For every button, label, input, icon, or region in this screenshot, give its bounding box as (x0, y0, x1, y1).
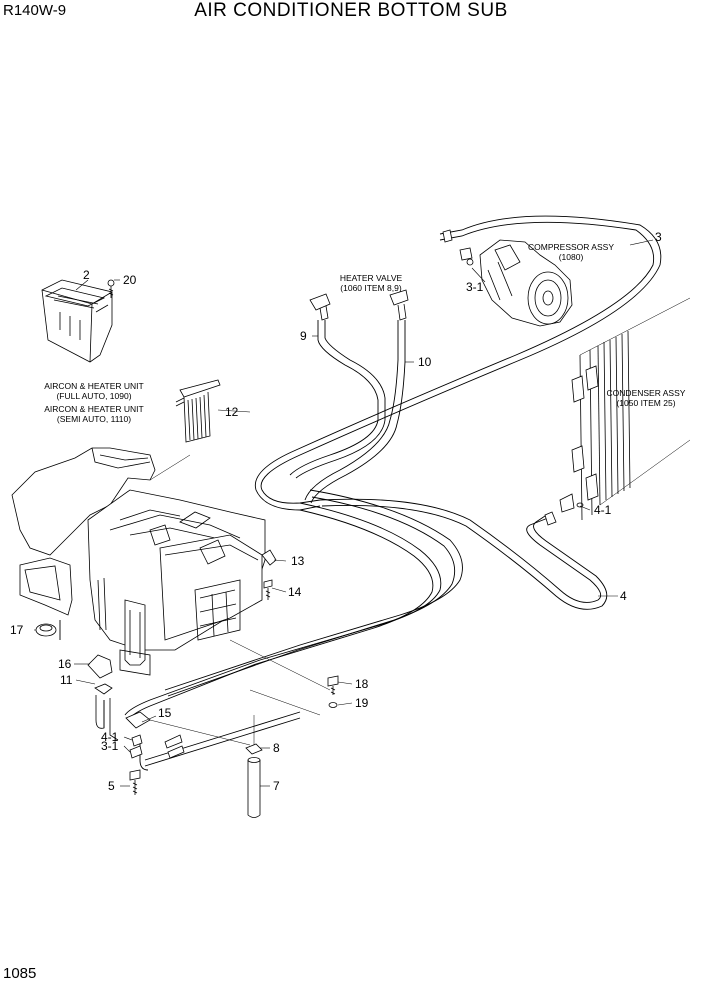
compressor-label: COMPRESSOR ASSY (528, 242, 614, 252)
callout-15: 15 (158, 706, 172, 720)
bolt-part-18 (327, 675, 339, 695)
aircon-heater-unit-part (11, 447, 266, 676)
callout-12: 12 (225, 405, 239, 419)
fitting-parts (125, 711, 185, 795)
callout-13: 13 (291, 554, 305, 568)
aircon-full-auto-ref: (FULL AUTO, 1090) (56, 391, 131, 401)
aircon-semi-auto-ref: (SEMI AUTO, 1110) (57, 414, 131, 424)
drain-pipe-part (245, 715, 263, 818)
heater-valve-ref: (1060 ITEM 8,9) (340, 283, 402, 293)
compressor-ref: (1080) (559, 252, 584, 262)
grommet-part (35, 623, 57, 637)
callout-14: 14 (288, 585, 302, 599)
aircon-semi-auto-label: AIRCON & HEATER UNIT (44, 404, 144, 414)
callout-10: 10 (418, 355, 432, 369)
callout-7: 7 (273, 779, 280, 793)
condenser-part (544, 297, 691, 526)
compressor-part (442, 229, 573, 327)
callout-18: 18 (355, 677, 369, 691)
callout-20: 20 (123, 273, 137, 287)
callout-9: 9 (300, 329, 307, 343)
bolt-part (263, 579, 273, 600)
heater-core-part (175, 379, 221, 443)
heater-valve-label: HEATER VALVE (340, 273, 403, 283)
callout-4: 4 (620, 589, 627, 603)
callout-3: 3 (655, 230, 662, 244)
aircon-full-auto-label: AIRCON & HEATER UNIT (44, 381, 144, 391)
callout-19: 19 (355, 696, 369, 710)
callout-leaders (34, 239, 654, 787)
hose-lines (59, 215, 662, 771)
control-panel-part (41, 279, 113, 363)
callout-16: 16 (58, 657, 72, 671)
screw-part (107, 279, 115, 298)
callout-4-1-left: 4-1 (101, 730, 119, 744)
callout-8: 8 (273, 741, 280, 755)
page-number: 1085 (3, 965, 37, 982)
condenser-label: CONDENSER ASSY (607, 388, 686, 398)
callout-3-1-left: 3-1 (101, 739, 119, 753)
callout-3-1-top: 3-1 (466, 280, 484, 294)
callout-17: 17 (10, 623, 24, 637)
heater-valve-part (309, 289, 409, 321)
page-title: AIR CONDITIONER BOTTOM SUB (194, 0, 508, 21)
washer-part (328, 702, 338, 708)
model-code: R140W-9 (3, 2, 67, 19)
condenser-ref: (1050 ITEM 25) (616, 398, 675, 408)
drain-hose-part (87, 654, 119, 741)
callout-4-1-right: 4-1 (594, 503, 612, 517)
callout-2: 2 (83, 268, 90, 282)
callout-11: 11 (60, 673, 73, 687)
callout-5: 5 (108, 779, 115, 793)
